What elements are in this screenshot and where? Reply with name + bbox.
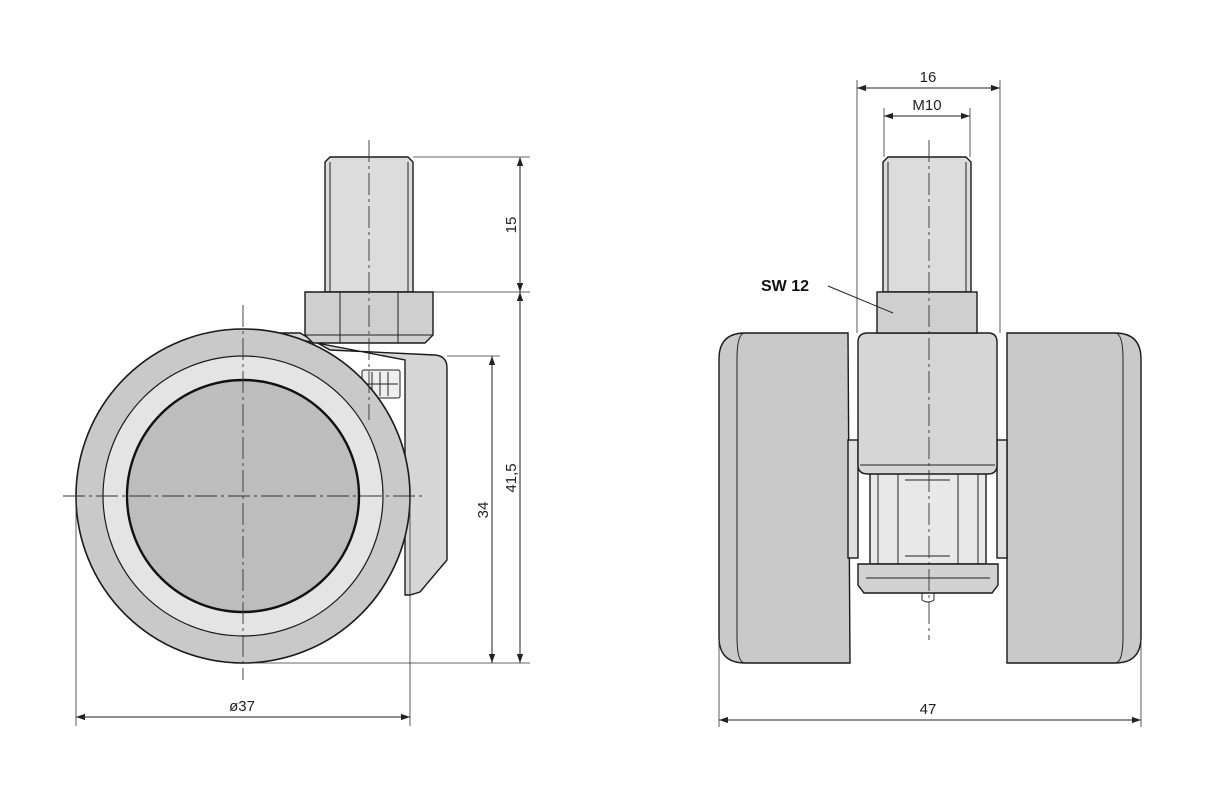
dim-16-label: 16 bbox=[920, 69, 937, 86]
dim-41-5-label: 41,5 bbox=[503, 463, 520, 492]
dim-15-label: 15 bbox=[503, 217, 520, 234]
front-view bbox=[718, 140, 1142, 664]
side-view bbox=[63, 140, 448, 680]
front-axle-assembly bbox=[857, 471, 999, 603]
side-housing bbox=[264, 332, 448, 596]
front-bolt bbox=[876, 156, 978, 334]
front-dimensions: 16 M10 47 SW 12 bbox=[718, 69, 1142, 727]
dim-diameter-label: ø37 bbox=[229, 698, 255, 715]
front-left-wheel bbox=[718, 332, 851, 664]
side-dimensions: 15 41,5 34 ø37 bbox=[75, 156, 530, 726]
dim-34-label: 34 bbox=[475, 502, 492, 519]
wrench-size-leader bbox=[827, 285, 894, 314]
front-right-wheel bbox=[1006, 332, 1142, 664]
dim-47-label: 47 bbox=[920, 701, 937, 718]
wrench-size-label: SW 12 bbox=[761, 278, 809, 295]
front-housing bbox=[857, 332, 998, 475]
dim-m10-label: M10 bbox=[912, 97, 941, 114]
